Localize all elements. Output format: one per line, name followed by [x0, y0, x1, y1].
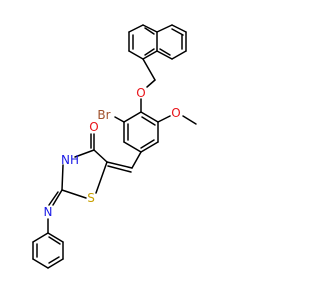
bond [48, 191, 59, 206]
bond [159, 48, 171, 56]
atom-nh: NH [61, 153, 79, 167]
bond [171, 50, 187, 60]
bond [142, 58, 156, 81]
atom-o-carbonyl: O [89, 120, 98, 134]
bond [128, 50, 144, 60]
bond [61, 189, 87, 199]
bond [156, 50, 173, 60]
bond [123, 141, 142, 153]
atom-o-methoxy: O [171, 106, 180, 120]
bond [146, 79, 156, 88]
atom-br: Br [97, 108, 110, 122]
bond [61, 164, 64, 191]
bond [48, 256, 60, 264]
atom-labels: O Br O O NH S N [44, 86, 181, 219]
bond [48, 236, 61, 245]
bond [93, 149, 108, 163]
bond [140, 141, 159, 153]
bond [107, 165, 132, 173]
bond [128, 24, 144, 33]
bond [47, 258, 64, 269]
bond [32, 258, 49, 269]
bond [32, 232, 49, 243]
bond [171, 24, 187, 33]
molecule-structure: O Br O O NH S N [32, 24, 197, 269]
bond [157, 115, 171, 123]
bond [114, 116, 125, 123]
bond-lines [32, 24, 197, 269]
bond [141, 116, 156, 126]
bond [131, 151, 142, 169]
bond [74, 149, 95, 158]
atom-o-ether: O [136, 86, 145, 100]
atom-s: S [87, 191, 95, 205]
bond [140, 111, 159, 123]
bond [182, 115, 197, 125]
bond [144, 27, 155, 35]
bond [47, 232, 64, 243]
bond [156, 24, 173, 33]
bond [106, 161, 133, 169]
bond [142, 50, 158, 60]
bond [123, 111, 142, 123]
bond [144, 48, 155, 56]
bond [171, 28, 184, 36]
bond [95, 161, 108, 194]
bond [142, 24, 158, 33]
atom-n-imine: N [44, 205, 53, 219]
bond [140, 139, 155, 149]
bond [52, 189, 63, 206]
